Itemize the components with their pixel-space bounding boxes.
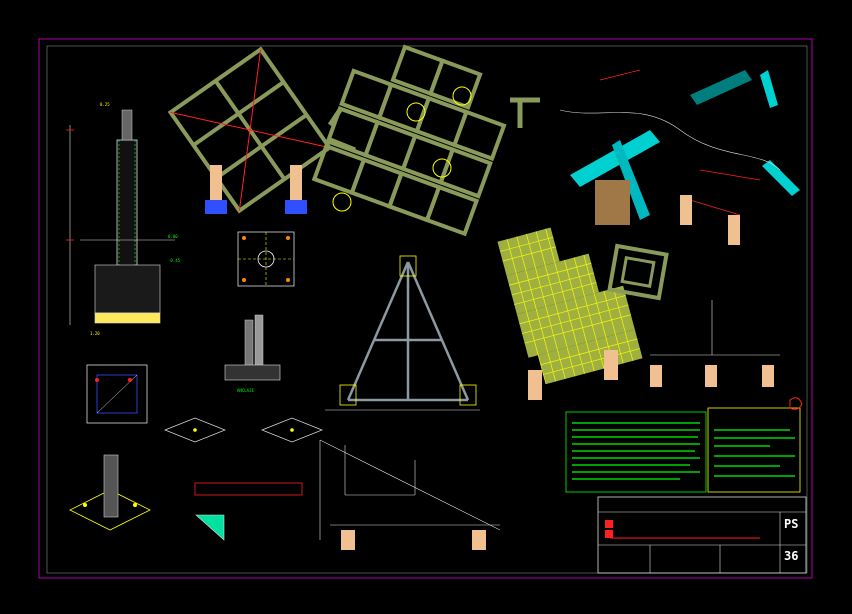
red-logo-mark (789, 397, 803, 410)
solar-panel-array (497, 227, 643, 385)
post-base-isometric (69, 454, 151, 531)
inner-border (46, 45, 808, 574)
array-post-left (528, 370, 542, 400)
array-post-right (604, 350, 618, 380)
bracket-post-1 (680, 195, 692, 225)
panel-array-frames (311, 44, 507, 237)
base-block-right (472, 530, 486, 550)
small-frame-detail (607, 243, 669, 301)
pedestal-left (205, 200, 227, 214)
red-leader-lines (599, 69, 761, 216)
support-post-right (290, 165, 302, 200)
elevation-dim-diagram (319, 439, 501, 540)
gusset-plate (195, 514, 225, 541)
anchor-detail: ANCLAJE (224, 314, 281, 393)
support-post-left (210, 165, 222, 200)
pedestal-right (285, 200, 307, 214)
note-box (194, 482, 303, 496)
anchor-caption: ANCLAJE (237, 388, 254, 393)
title-block: PS 36 (597, 496, 807, 574)
angle-profile (327, 97, 540, 153)
col-dim-label: 0.25 (100, 102, 110, 107)
base-dim-label: 1.20 (90, 331, 100, 336)
level-2-label: 0.00 (168, 234, 178, 239)
plate-isometric-views (164, 417, 323, 443)
base-block-left (341, 530, 355, 550)
bracket-post-2 (728, 215, 740, 245)
level-1-label: -0.45 (168, 258, 181, 263)
sheet-code: PS (784, 517, 798, 531)
cyan-bracket-details (570, 70, 800, 225)
footing-plan (86, 364, 148, 424)
column-section-detail: 0.25 1.20 -0.45 0.00 (66, 102, 181, 336)
anchor-plate-plan (237, 231, 295, 287)
sheet-number: 36 (784, 549, 798, 563)
triple-post-elevation (650, 300, 780, 387)
general-notes (565, 407, 801, 493)
a-frame-support (346, 261, 470, 402)
tilted-panel-frame (167, 46, 333, 214)
outer-border (38, 38, 813, 579)
